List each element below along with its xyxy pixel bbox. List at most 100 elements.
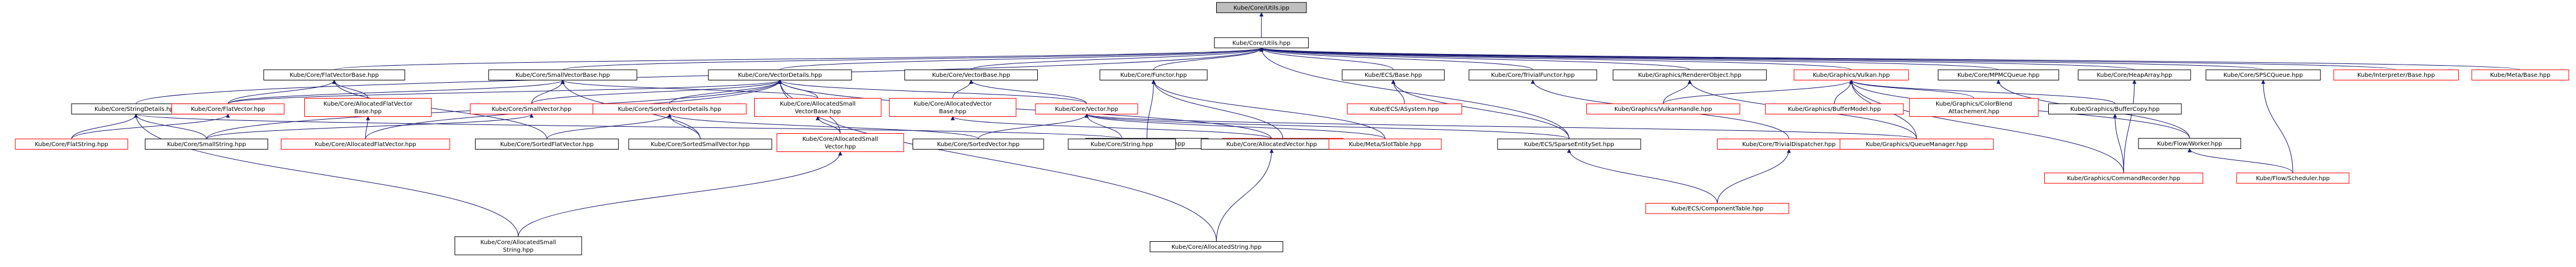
file-node-n19[interactable]: Kube/Core/SmallVector.hpp (470, 103, 593, 114)
file-node-n5[interactable]: Kube/Core/VectorDetails.hpp (708, 69, 852, 81)
nodes-layer: Kube/Core/Utils.ippKube/Core/Utils.hppKu… (15, 2, 2570, 255)
file-node-n30[interactable]: Kube/Graphics/BufferCopy.hpp (2048, 103, 2182, 114)
include-edge-n20-n38 (667, 113, 979, 140)
include-edge-n5-n23 (778, 79, 1087, 104)
file-node-n32[interactable]: Kube/Core/FlatString.hpp (15, 138, 128, 150)
file-node-n27[interactable]: Kube/Graphics/VulkanHandle.hpp (1586, 103, 1740, 114)
include-edge-n1-n42 (1259, 47, 1570, 139)
file-node-label: Kube/Core/Utils.hpp (1233, 40, 1291, 46)
include-edge-n37-n47 (518, 151, 843, 237)
file-node-box (2048, 103, 2182, 114)
include-edge-n3-n35 (332, 79, 548, 139)
file-node-label: Kube/Core/MPMCQueue.hpp (1957, 72, 2039, 79)
file-node-box (2236, 173, 2350, 184)
file-node-n39[interactable]: Kube/Core/String.hpp (1068, 138, 1176, 150)
include-edge-n1-n14 (1260, 47, 2264, 70)
file-node-n38[interactable]: Kube/Core/SortedVector.hpp (912, 138, 1044, 150)
file-node-n12[interactable]: Kube/Core/MPMCQueue.hpp (1937, 69, 2059, 81)
file-node-n23[interactable]: Kube/Core/Vector.hpp (1035, 103, 1138, 114)
file-node-label: Kube/Core/AllocatedSmall (802, 136, 878, 143)
file-node-n13[interactable]: Kube/Core/HeapArray.hpp (2078, 69, 2191, 81)
file-node-n44[interactable]: Kube/Graphics/QueueManager.hpp (1839, 138, 1994, 150)
file-node-n31[interactable]: Kube/Flow/Worker.hpp (2138, 138, 2241, 149)
file-node-n3[interactable]: Kube/Core/FlatVectorBase.hpp (263, 69, 405, 81)
file-node-box (628, 138, 772, 150)
file-node-label: Kube/Core/FlatVector.hpp (191, 106, 265, 113)
file-node-box (889, 98, 1017, 117)
file-node-box (1214, 37, 1309, 49)
file-node-label: Kube/Graphics/BufferCopy.hpp (2071, 106, 2160, 113)
file-node-n16[interactable]: Kube/Meta/Base.hpp (2471, 69, 2570, 81)
file-node-box (145, 138, 269, 150)
include-edge-n1-n10 (1259, 47, 1691, 70)
include-edge-n11-n27 (1662, 79, 1854, 104)
file-node-n11[interactable]: Kube/Graphics/Vulkan.hpp (1793, 69, 1909, 81)
file-node-n41[interactable]: Kube/Meta/SlotTable.hpp (1328, 138, 1442, 150)
file-node-box (904, 69, 1038, 81)
file-node-n9[interactable]: Kube/Core/TrivialFunctor.hpp (1468, 69, 1597, 81)
file-node-box (2044, 173, 2204, 184)
include-edge-n7-n25 (1151, 79, 1284, 138)
file-node-n45[interactable]: Kube/Graphics/CommandRecorder.hpp (2044, 173, 2204, 184)
file-node-n40[interactable]: Kube/Core/AllocatedVector.hpp (1200, 138, 1343, 150)
file-node-n35[interactable]: Kube/Core/SortedFlatVector.hpp (475, 138, 619, 150)
include-edge-n23-n44 (1085, 113, 1917, 140)
file-node-box (776, 133, 904, 153)
file-node-box (1613, 69, 1767, 81)
file-node-n14[interactable]: Kube/Core/SPSCQueue.hpp (2205, 69, 2321, 81)
file-node-box (1342, 69, 1445, 81)
include-edge-n4-n19 (531, 79, 565, 104)
file-node-n34[interactable]: Kube/Core/AllocatedFlatVector.hpp (280, 138, 450, 150)
file-node-n33[interactable]: Kube/Core/SmallString.hpp (145, 138, 269, 150)
file-node-n10[interactable]: Kube/Graphics/RendererObject.hpp (1613, 69, 1767, 81)
file-node-label: Kube/Core/SortedSmallVector.hpp (651, 141, 750, 148)
file-node-label: Kube/Graphics/Vulkan.hpp (1813, 72, 1889, 79)
file-node-n36[interactable]: Kube/Core/SortedSmallVector.hpp (628, 138, 772, 150)
file-node-n8[interactable]: Kube/ECS/Base.hpp (1342, 69, 1445, 81)
include-edge-n2-n32 (71, 113, 138, 139)
file-node-n15[interactable]: Kube/Interpreter/Base.hpp (2333, 69, 2459, 81)
file-node-box (1149, 241, 1284, 252)
file-node-n6[interactable]: Kube/Core/VectorBase.hpp (904, 69, 1038, 81)
file-node-box (1793, 69, 1909, 81)
include-edge-n18-n34 (365, 116, 371, 139)
include-edge-n23-n42 (1084, 113, 1570, 140)
file-node-label: Kube/Core/AllocatedString.hpp (1172, 244, 1261, 251)
file-node-n0: Kube/Core/Utils.ipp (1216, 2, 1307, 13)
file-node-box (475, 138, 619, 150)
file-node-label: Base.hpp (939, 109, 966, 115)
file-node-box (1468, 69, 1597, 81)
file-node-n17[interactable]: Kube/Core/FlatVector.hpp (171, 103, 285, 114)
file-node-n1[interactable]: Kube/Core/Utils.hpp (1214, 37, 1309, 49)
include-edge-n23-n38 (978, 113, 1089, 139)
include-edge-n22-n40 (951, 116, 1272, 140)
file-node-label: Kube/Core/FlatVectorBase.hpp (290, 72, 379, 79)
file-node-n49[interactable]: Kube/ECS/ComponentTable.hpp (1645, 202, 1790, 214)
file-node-n26[interactable]: Kube/ECS/ASystem.hpp (1347, 103, 1462, 114)
file-node-box (1216, 2, 1307, 13)
include-edge-n19-n33 (206, 113, 534, 140)
include-edge-n5-n20 (669, 79, 782, 104)
file-node-n43[interactable]: Kube/Core/TrivialDispatcher.hpp (1717, 138, 1861, 150)
file-node-label: Vector.hpp (824, 144, 856, 150)
file-node-n20[interactable]: Kube/Core/SortedVectorDetails.hpp (592, 103, 747, 114)
file-node-n42[interactable]: Kube/ECS/SparseEntitySet.hpp (1497, 138, 1641, 150)
include-edge-n43-n49 (1717, 148, 1791, 204)
file-node-n7[interactable]: Kube/Core/Functor.hpp (1099, 69, 1208, 81)
file-node-label: Attachement.hpp (1949, 109, 2000, 115)
include-edge-n20-n36 (667, 113, 701, 139)
file-node-n48[interactable]: Kube/Core/AllocatedString.hpp (1149, 241, 1284, 252)
file-node-label: Kube/Core/HeapArray.hpp (2097, 72, 2173, 79)
file-node-box (2333, 69, 2459, 81)
file-node-n46[interactable]: Kube/Flow/Scheduler.hpp (2236, 173, 2350, 184)
file-node-label: Kube/Core/AllocatedSmall (780, 101, 856, 107)
file-node-n4[interactable]: Kube/Core/SmallVectorBase.hpp (488, 69, 637, 81)
file-node-n28[interactable]: Kube/Graphics/BufferModel.hpp (1765, 103, 1904, 114)
